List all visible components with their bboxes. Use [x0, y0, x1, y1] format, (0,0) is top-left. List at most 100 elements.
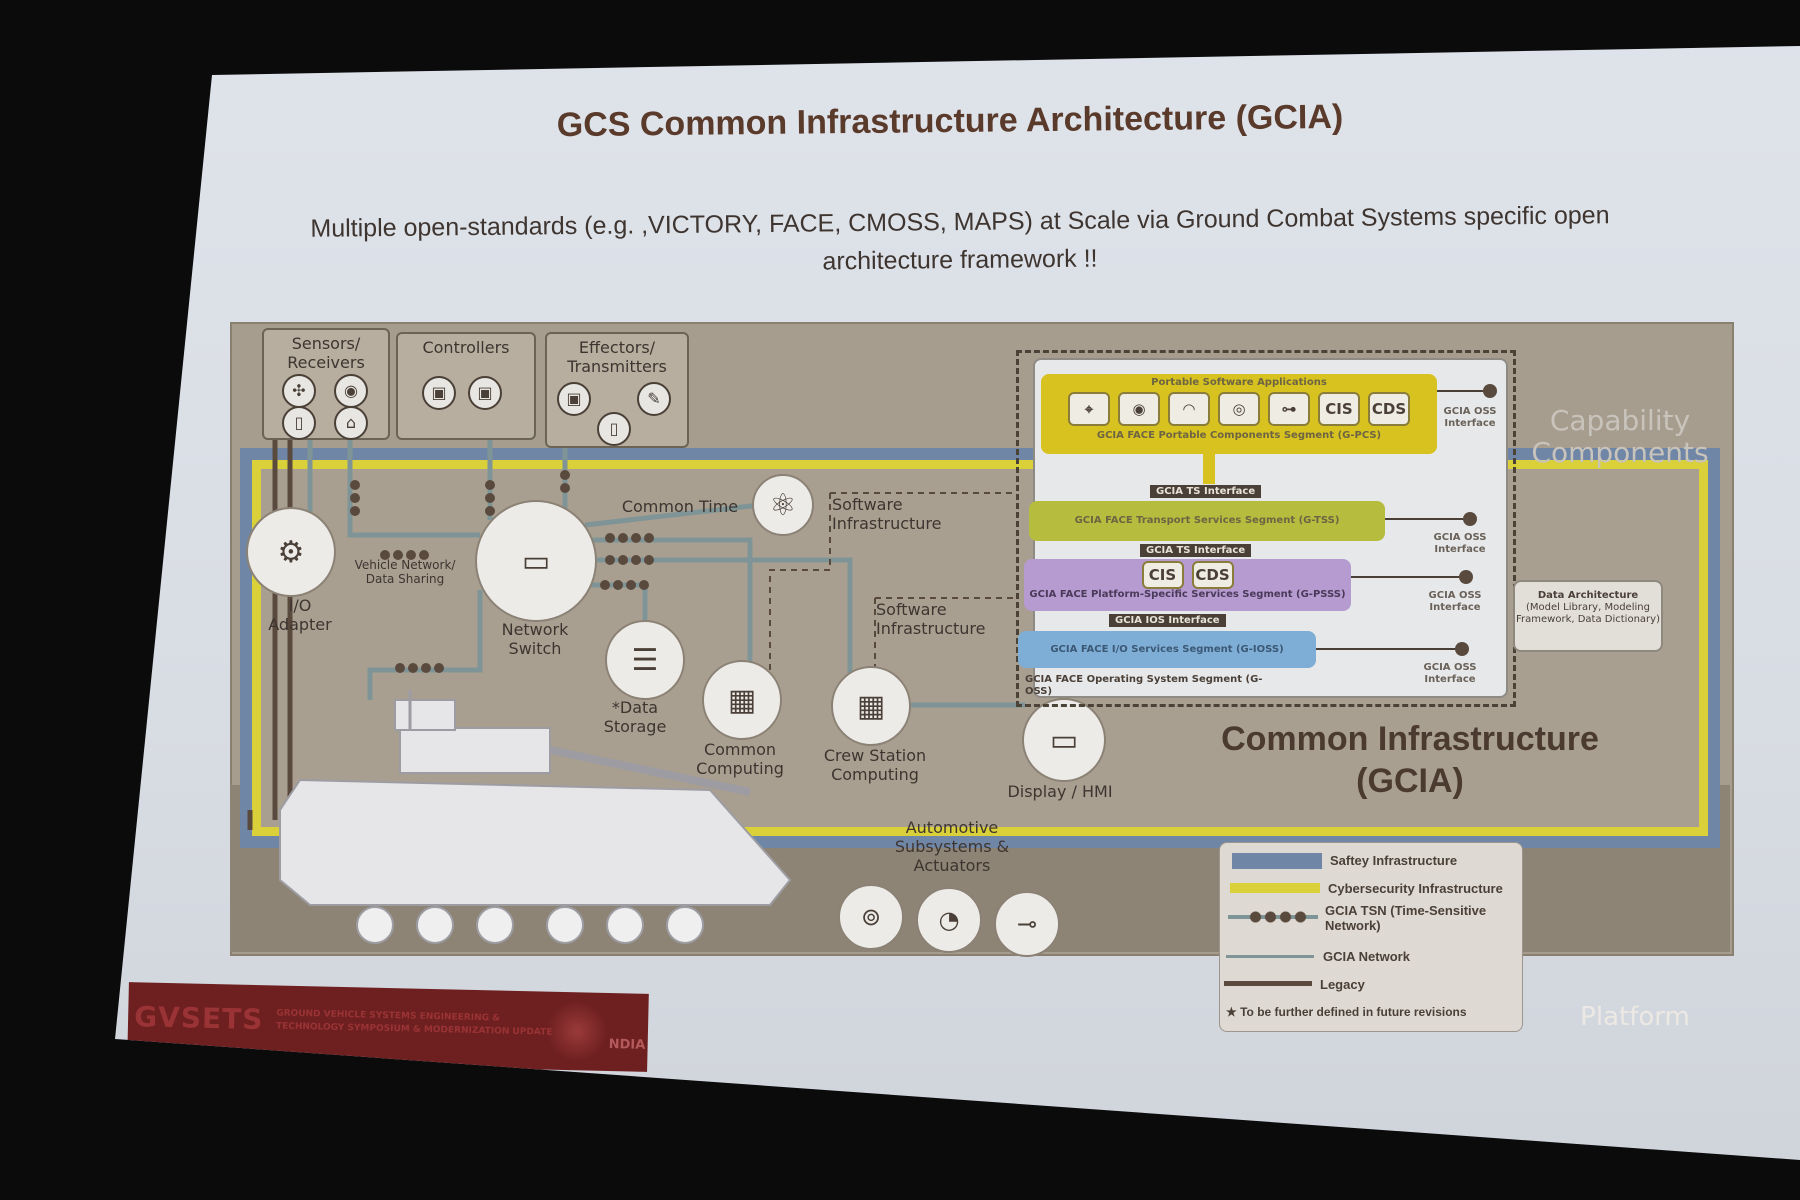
- oss-link: [1316, 648, 1464, 650]
- crew-station-label: Crew Station Computing: [823, 746, 927, 784]
- hull: [279, 778, 792, 906]
- cis-icon: CIS: [1318, 392, 1360, 426]
- pcs-label: GCIA FACE Portable Components Segment (G…: [1096, 430, 1382, 441]
- common-time-label: Common Time: [621, 497, 739, 516]
- legend-swatch-legacy: [1224, 981, 1312, 986]
- crew-station-icon: ▦: [831, 666, 911, 746]
- face-stack-dashed-boundary: [1016, 350, 1516, 707]
- data-storage-icon: ☰: [605, 620, 685, 700]
- capability-label: Controllers: [422, 338, 510, 357]
- chip-icon: ▣: [557, 382, 591, 416]
- radar-dome-icon: ◠: [1168, 392, 1210, 426]
- capability-controllers: Controllers ▣ ▣: [396, 332, 536, 440]
- transport-services-segment: GCIA FACE Transport Services Segment (G-…: [1029, 501, 1385, 541]
- antenna-icon: ⌂: [334, 406, 368, 440]
- io-services-segment: GCIA FACE I/O Services Segment (G-IOSS): [1018, 631, 1316, 668]
- effector-icon: ✎: [637, 382, 671, 416]
- actuator-icon: ⊸: [994, 891, 1060, 957]
- legend-swatch-network: [1226, 955, 1314, 958]
- oss-interface-dot: [1463, 512, 1477, 526]
- oss-interface-dot: [1483, 384, 1497, 398]
- gcia-network-line: [590, 537, 753, 680]
- software-infrastructure-label: Software Infrastructure: [876, 600, 986, 638]
- oss-interface-label: GCIA OSS Interface: [1428, 590, 1482, 613]
- legend-label: GCIA Network: [1323, 949, 1410, 964]
- cds-icon: CDS: [1368, 392, 1410, 426]
- device-icon: ▯: [282, 406, 316, 440]
- common-infrastructure-line1: Common Infrastructure: [1221, 720, 1599, 758]
- chip-icon: ▣: [468, 376, 502, 410]
- banner-text: GROUND VEHICLE SYSTEMS ENGINEERING & TEC…: [276, 1007, 553, 1039]
- dashboard-icon: ◔: [916, 887, 982, 953]
- legend-tsn-dots: [1248, 911, 1308, 923]
- display-hmi-icon: ▭: [1022, 698, 1106, 782]
- vehicle-sensor-icon: ⊶: [1268, 392, 1310, 426]
- capability-sensors-receivers: Sensors/ Receivers ✣ ◉ ▯ ⌂: [262, 328, 390, 440]
- common-time-icon: ⚛: [752, 474, 814, 536]
- legend-swatch-cyber: [1230, 883, 1320, 893]
- sensor-icon: ✣: [282, 374, 316, 408]
- turret: [399, 727, 551, 774]
- oss-link: [1351, 576, 1469, 578]
- io-adapter-icon: ⚙: [246, 507, 336, 597]
- network-switch-label: Network Switch: [501, 620, 569, 658]
- oss-interface-label: GCIA OSS Interface: [1433, 532, 1487, 555]
- legend-label: GCIA TSN (Time-Sensitive Network): [1325, 903, 1487, 933]
- oss-interface-dot: [1459, 570, 1473, 584]
- target-icon: ◎: [1218, 392, 1260, 426]
- ndia-logo: NDIA: [608, 1037, 646, 1053]
- combat-vehicle-illustration: [279, 690, 792, 944]
- gcia-network-line: [590, 557, 853, 690]
- network-switch-icon: ▭: [475, 500, 597, 622]
- oss-interface-dot: [1455, 642, 1469, 656]
- pss-label: GCIA FACE Platform-Specific Services Seg…: [1029, 589, 1346, 600]
- map-pin-icon: ⌖: [1068, 392, 1110, 426]
- banner-vehicle-image: [545, 999, 609, 1063]
- data-architecture-title: Data Architecture: [1537, 590, 1639, 601]
- display-hmi-label: Display / HMI: [1007, 782, 1113, 801]
- legend: Saftey Infrastructure Cybersecurity Infr…: [1219, 842, 1523, 1032]
- common-computing-label: Common Computing: [696, 740, 784, 778]
- legend-swatch-safety: [1232, 853, 1322, 869]
- psa-title: Portable Software Applications: [1151, 377, 1327, 388]
- common-computing-icon: ▦: [702, 660, 782, 740]
- legend-label: Cybersecurity Infrastructure: [1328, 881, 1503, 896]
- software-infrastructure-label: Software Infrastructure: [832, 495, 942, 533]
- eye-360-icon: ◉: [1118, 392, 1160, 426]
- common-infrastructure-line2: (GCIA): [1356, 762, 1464, 800]
- turret-sight: [394, 699, 456, 731]
- platform-label: Platform: [1580, 1002, 1690, 1032]
- cds-icon: CDS: [1191, 561, 1234, 589]
- vehicle-network-label: Vehicle Network/ Data Sharing: [354, 558, 456, 586]
- oss-interface-label: GCIA OSS Interface: [1443, 406, 1497, 429]
- capability-components-label: Capability Components: [1531, 404, 1709, 469]
- operating-system-segment: GCIA FACE Operating System Segment (G-OS…: [1025, 674, 1263, 697]
- legend-label: Saftey Infrastructure: [1330, 853, 1458, 868]
- tsn-dots: [350, 470, 654, 673]
- pcs-connector: [1203, 454, 1215, 484]
- gcia-network-line: [584, 502, 761, 528]
- oss-link: [1385, 518, 1475, 520]
- oss-link: [1437, 390, 1495, 392]
- legend-note: ★ To be further defined in future revisi…: [1226, 1005, 1467, 1019]
- gvsets-logo: GVSETS: [133, 1000, 264, 1037]
- common-infrastructure-label: Common Infrastructure (GCIA): [1150, 718, 1670, 802]
- oss-interface-label: GCIA OSS Interface: [1423, 662, 1477, 685]
- phone-icon: ▯: [597, 412, 631, 446]
- gun-barrel: [549, 746, 751, 796]
- gvsets-banner: GVSETS GROUND VEHICLE SYSTEMS ENGINEERIN…: [127, 982, 649, 1072]
- camera-icon: ◉: [334, 374, 368, 408]
- cis-icon: CIS: [1141, 561, 1184, 589]
- capability-label: Effectors/ Transmitters: [567, 338, 667, 376]
- software-link-dashed: [769, 493, 831, 680]
- ts-interface-2: GCIA TS Interface: [1140, 544, 1252, 557]
- data-storage-label: *Data Storage: [603, 698, 667, 736]
- gcia-network-line: [590, 582, 648, 625]
- ts-interface-1: GCIA TS Interface: [1150, 485, 1262, 498]
